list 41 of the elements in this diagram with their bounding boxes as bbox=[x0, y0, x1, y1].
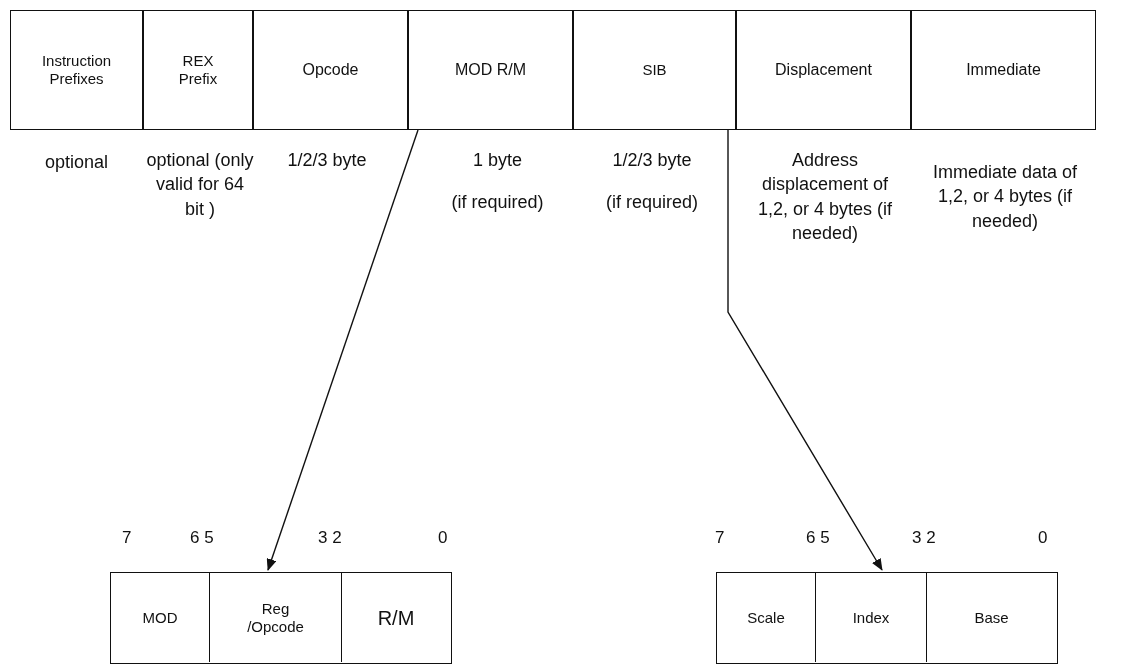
field-cell bbox=[408, 10, 573, 130]
size-note: 1/2/3 byte bbox=[286, 149, 368, 172]
byte-box bbox=[110, 572, 452, 664]
field-cell bbox=[253, 10, 408, 130]
size-note: (if required) bbox=[450, 191, 545, 214]
field-cell bbox=[911, 10, 1096, 130]
field-cell bbox=[143, 10, 253, 130]
size-note: 1/2/3 byte bbox=[611, 149, 693, 172]
arrow bbox=[727, 129, 883, 571]
field-name: Scale bbox=[747, 608, 785, 627]
bit-number: 3 2 bbox=[912, 528, 936, 548]
field-name: MOD bbox=[142, 608, 178, 627]
bit-number: 0 bbox=[1038, 528, 1048, 548]
field-name: MOD R/M bbox=[454, 60, 527, 80]
field-name: Displacement bbox=[775, 60, 872, 80]
bit-number: 6 5 bbox=[190, 528, 214, 548]
byte-box bbox=[716, 572, 1058, 664]
size-note: Immediate data of 1,2, or 4 bytes (if needed) bbox=[931, 161, 1079, 233]
field-name: Immediate bbox=[966, 60, 1041, 80]
bit-number: 3 2 bbox=[318, 528, 342, 548]
size-note: optional bbox=[43, 151, 110, 174]
field-name: REX Prefix bbox=[177, 52, 219, 88]
bit-number: 7 bbox=[715, 528, 725, 548]
bit-number: 6 5 bbox=[806, 528, 830, 548]
size-note: 1 byte bbox=[471, 149, 523, 172]
size-note: Address displacement of 1,2, or 4 bytes (if needed) bbox=[756, 149, 894, 245]
field-name: SIB bbox=[642, 61, 667, 79]
size-note: (if required) bbox=[605, 191, 699, 214]
field-name: Base bbox=[974, 608, 1009, 627]
field-name: R/M bbox=[377, 605, 415, 630]
field-cell bbox=[736, 10, 911, 130]
field-name: Instruction Prefixes bbox=[40, 52, 113, 88]
field-cell bbox=[573, 10, 736, 130]
size-note: optional (only valid for 64 bit ) bbox=[145, 149, 255, 221]
arrow bbox=[266, 129, 419, 571]
field-name: Opcode bbox=[302, 60, 359, 80]
field-name: Reg /Opcode bbox=[246, 599, 305, 636]
bit-number: 7 bbox=[122, 528, 132, 548]
bit-number: 0 bbox=[438, 528, 448, 548]
field-cell bbox=[10, 10, 143, 130]
field-name: Index bbox=[852, 608, 890, 627]
